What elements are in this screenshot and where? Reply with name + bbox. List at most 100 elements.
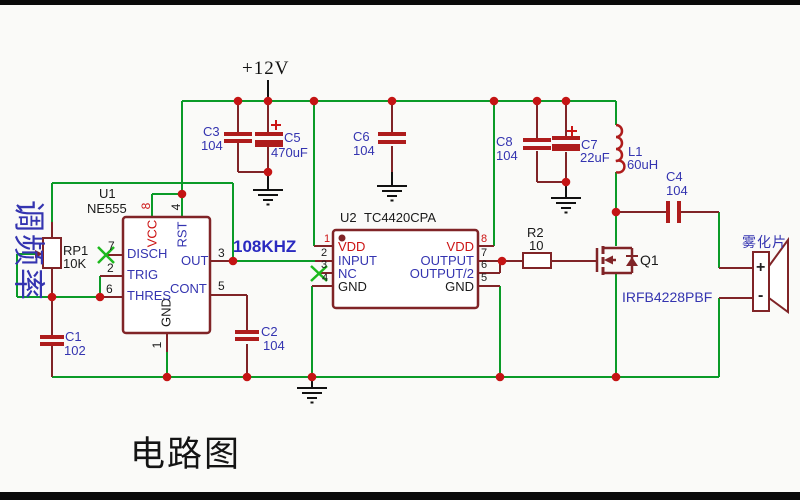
ground-icon (377, 185, 407, 202)
u2-pin-nc: NC (338, 266, 357, 281)
mosfet-q1 (595, 246, 638, 275)
c5-plus-icon (271, 120, 281, 130)
rp1-value: 10K (63, 256, 87, 271)
u2-part: TC4420CPA (364, 210, 437, 225)
u1-pin-rst: RST (174, 221, 190, 248)
u1-num-1: 1 (150, 341, 164, 349)
rp1-ref: RP1 (63, 243, 89, 258)
cap-c3 (224, 132, 252, 143)
u2-pin-gnd-l: GND (338, 279, 367, 294)
u2-num-2: 2 (321, 247, 328, 259)
ground-symbols (253, 185, 581, 404)
c4-ref: C4 (666, 169, 683, 184)
c8-ref: C8 (496, 134, 513, 149)
letterbox-top (0, 0, 800, 5)
u1-num-6: 6 (106, 282, 113, 296)
u2-pin-input: INPUT (338, 253, 377, 268)
c5-ref: C5 (284, 130, 301, 145)
cap-c5-electrolytic (255, 132, 283, 147)
u1-pin-trig: TRIG (127, 267, 159, 282)
c7-plus-icon (567, 126, 577, 136)
caption: 电路图 (130, 435, 242, 474)
c1-ref: C1 (65, 329, 82, 344)
u1-pin-out: OUT (181, 253, 209, 268)
u1-num-4: 4 (169, 203, 183, 211)
c6-ref: C6 (353, 129, 370, 144)
u2-num-8: 8 (481, 233, 488, 245)
u2-num-3: 3 (321, 259, 328, 271)
u2-num-1: 1 (324, 233, 331, 245)
u1-num-8: 8 (139, 202, 153, 210)
atomizer-plus: + (756, 259, 766, 276)
capacitors (40, 132, 681, 346)
u1-num-7: 7 (108, 239, 115, 253)
u1-num-2: 2 (107, 261, 114, 275)
u2-ref: U2 (340, 210, 357, 225)
cap-c7-electrolytic (552, 136, 580, 151)
l1-value: 60uH (627, 157, 659, 172)
tune-note: 调频率 (11, 200, 47, 303)
l1-ref: L1 (628, 144, 643, 159)
u2-pin1-marker (338, 234, 346, 242)
cap-c6 (378, 132, 406, 144)
ic-u1-body (121, 215, 212, 335)
u2-num-7: 7 (481, 247, 488, 259)
u2-num-6: 6 (481, 259, 488, 271)
c2-ref: C2 (261, 324, 278, 339)
frequency-label: 108KHZ (233, 237, 297, 256)
atomizer-symbol (752, 236, 789, 314)
u2-pin-output: OUTPUT (420, 253, 474, 268)
cap-c1 (40, 335, 64, 346)
r2-ref: R2 (527, 225, 544, 240)
c7-value: 22uF (580, 150, 610, 165)
letterbox-bottom (0, 492, 800, 500)
ground-icon (253, 189, 283, 206)
c3-value: 104 (201, 138, 223, 153)
c1-value: 102 (64, 343, 86, 358)
r2-value: 10 (529, 238, 544, 253)
u1-part: NE555 (87, 201, 127, 216)
potentiometer-rp1 (35, 237, 62, 269)
q1-part: IRFB4228PBF (622, 289, 713, 305)
u1-num-5: 5 (218, 279, 225, 293)
u1-pin-cont: CONT (170, 281, 207, 296)
wiper-arrow-icon (35, 250, 43, 258)
horn-icon (768, 236, 789, 314)
atomizer-label: 雾化片 (742, 234, 787, 250)
c3-ref: C3 (203, 124, 220, 139)
u2-num-5: 5 (481, 272, 488, 284)
u2-pin-output2: OUTPUT/2 (409, 266, 474, 281)
u1-pin-disch: DISCH (127, 246, 168, 261)
body-diode-icon (626, 257, 638, 266)
q1-ref: Q1 (640, 252, 659, 268)
atomizer-minus: - (758, 287, 764, 304)
c2-value: 104 (263, 338, 285, 353)
u1-pin-thres: THRES (127, 288, 172, 303)
cap-c8 (523, 138, 551, 150)
u1-num-3: 3 (218, 246, 225, 260)
polarity-marks (271, 120, 577, 136)
power-rail-label: +12V (242, 58, 290, 79)
resistor-r2 (522, 252, 552, 269)
u2-pin-gnd-r: GND (445, 279, 474, 294)
c6-value: 104 (353, 143, 375, 158)
cap-c2 (235, 330, 259, 341)
c8-value: 104 (496, 148, 518, 163)
u2-pin-vdd-l: VDD (338, 239, 366, 254)
nc-x-u1-disch-icon (97, 246, 115, 264)
u2-num-4: 4 (322, 272, 329, 284)
ic-u2-body (331, 228, 480, 310)
nc-x-u2-nc-icon (310, 265, 328, 282)
u1-ref: U1 (99, 186, 116, 201)
ground-icon (551, 197, 581, 214)
u2-pin-vdd-r: VDD (446, 239, 474, 254)
c7-ref: C7 (581, 137, 598, 152)
junction-dots (47, 96, 621, 382)
ground-icon (297, 387, 327, 404)
no-connect-marks (97, 246, 328, 282)
cap-c4 (666, 201, 681, 223)
mosfet-arrow-icon (604, 255, 613, 265)
c5-value: 470uF (271, 145, 308, 160)
